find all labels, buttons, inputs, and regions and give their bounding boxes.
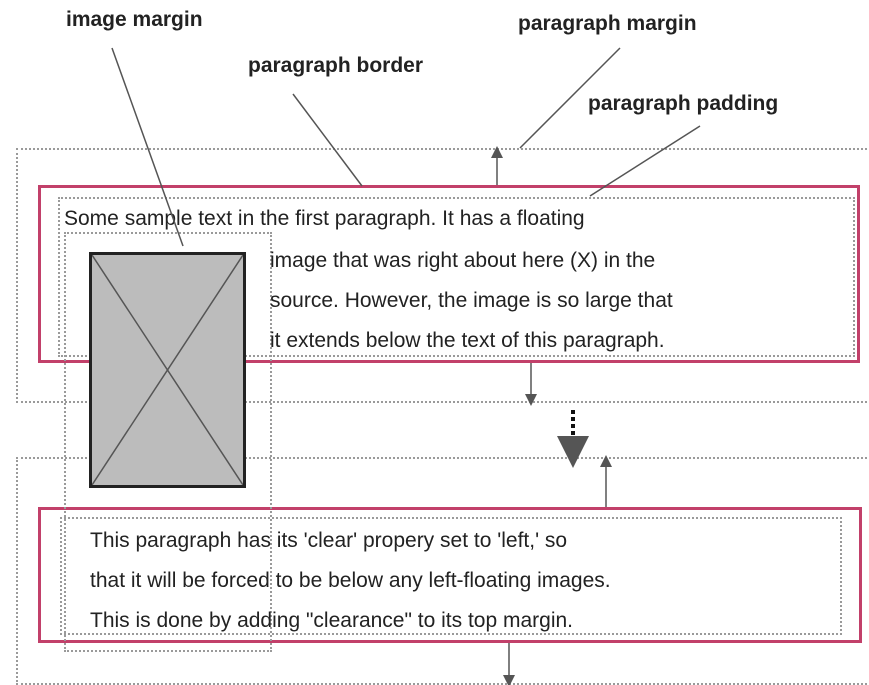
paragraph-2-line-3: This is done by adding "clearance" to it… <box>90 609 573 632</box>
paragraph-1-line-1: Some sample text in the first paragraph.… <box>64 207 585 230</box>
paragraph-1-padding-box <box>58 197 855 357</box>
paragraph-2-padding-box <box>60 517 842 635</box>
floating-image-placeholder <box>89 252 246 488</box>
paragraph-2-margin-box <box>16 457 869 685</box>
paragraph-1-line-3: source. However, the image is so large t… <box>270 289 673 312</box>
paragraph-1-border-box <box>38 185 860 363</box>
image-cross-icon <box>92 255 243 485</box>
label-paragraph-padding: paragraph padding <box>588 92 779 115</box>
paragraph-1-margin-box <box>16 148 869 403</box>
label-paragraph-border: paragraph border <box>248 54 424 77</box>
paragraph-1-line-4: it extends below the text of this paragr… <box>270 329 665 352</box>
paragraph-2-border-box <box>38 507 862 643</box>
label-paragraph-margin: paragraph margin <box>518 12 697 35</box>
paragraph-2-line-1: This paragraph has its 'clear' propery s… <box>90 529 568 552</box>
label-image-margin: image margin <box>66 8 203 31</box>
paragraph-1-line-2: image that was right about here (X) in t… <box>270 249 656 272</box>
paragraph-2-line-2: that it will be forced to be below any l… <box>90 569 611 592</box>
